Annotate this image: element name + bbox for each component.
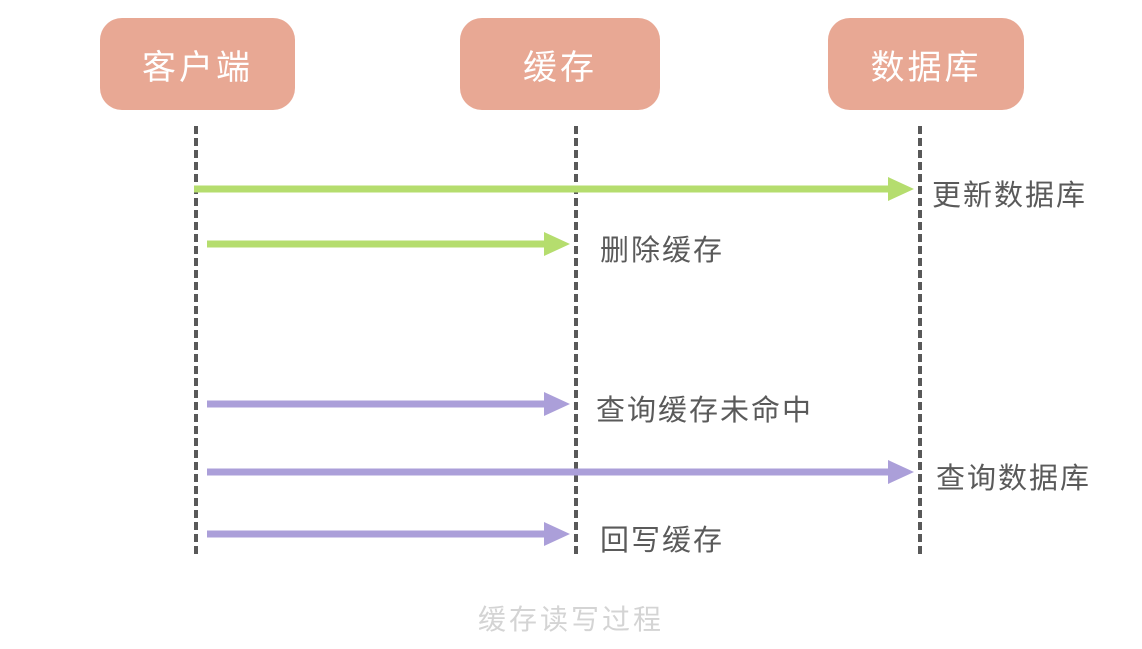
message-label-query-cache-miss: 查询缓存未命中 — [596, 393, 814, 427]
message-arrow-delete-cache[interactable] — [207, 232, 570, 256]
message-label-query-database: 查询数据库 — [936, 461, 1092, 495]
participant-database-label: 数据库 — [870, 47, 982, 88]
message-label-write-back-cache: 回写缓存 — [600, 523, 725, 557]
lifeline-client — [194, 126, 198, 554]
message-label-update-database: 更新数据库 — [932, 178, 1088, 212]
participant-database[interactable]: 数据库 — [828, 18, 1024, 110]
message-arrow-write-back-cache[interactable] — [207, 522, 570, 546]
message-arrow-query-cache-miss[interactable] — [207, 392, 570, 416]
lifeline-database — [918, 126, 922, 554]
participant-client-label: 客户端 — [142, 47, 253, 88]
participant-cache-label: 缓存 — [523, 47, 597, 88]
message-arrow-query-database[interactable] — [207, 460, 914, 484]
participant-cache[interactable]: 缓存 — [460, 18, 660, 110]
lifeline-cache — [574, 126, 578, 554]
message-arrow-update-database[interactable] — [194, 177, 914, 201]
diagram-caption: 缓存读写过程 — [477, 603, 664, 636]
participant-client[interactable]: 客户端 — [100, 18, 295, 110]
message-label-delete-cache: 删除缓存 — [600, 233, 725, 267]
